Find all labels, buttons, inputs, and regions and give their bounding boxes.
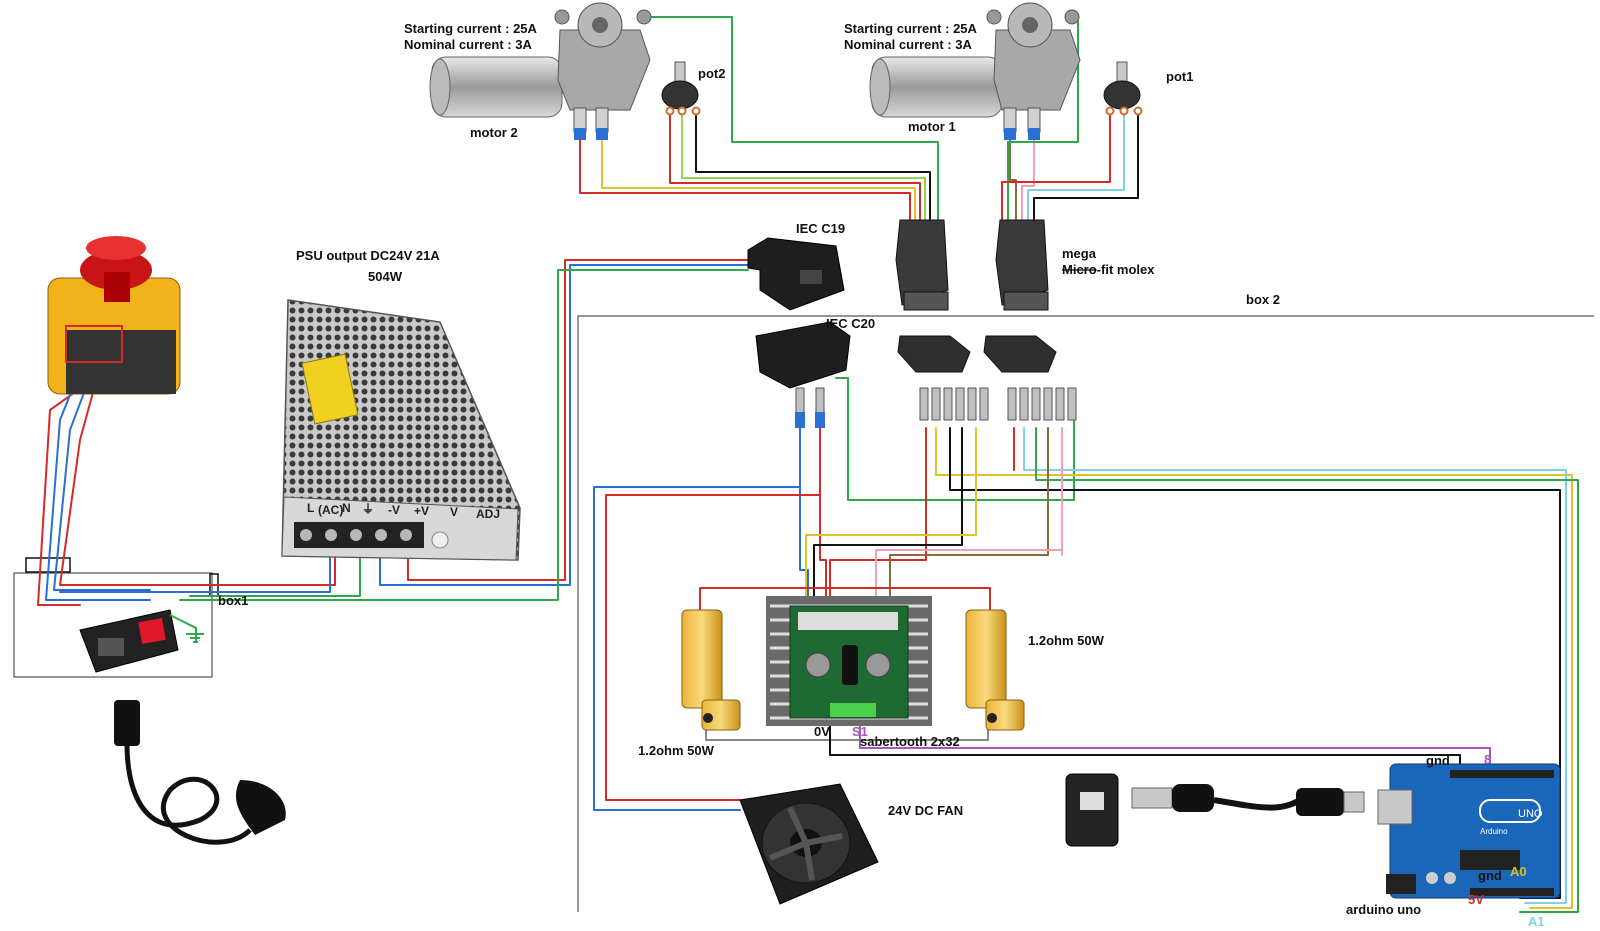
- micro-struck-text: Micro: [1062, 262, 1097, 277]
- motor1-starting-current-label: Starting current : 25A: [844, 21, 978, 36]
- resistor-right-label: 1.2ohm 50W: [1028, 633, 1105, 648]
- box1-label: box1: [218, 593, 248, 608]
- fit-molex-text: -fit molex: [1097, 262, 1156, 277]
- psu-terminal-block: [294, 522, 449, 549]
- arduino-a1-label: A1: [1528, 914, 1545, 929]
- molex-connector-left: [895, 219, 949, 311]
- psu-terminal-l: L: [307, 501, 314, 515]
- iec-c19-plug: [747, 237, 845, 311]
- dc-fan: [739, 783, 879, 905]
- arduino-uno-board: UNO Arduino: [1377, 763, 1561, 899]
- motor-1: [869, 2, 1081, 140]
- emergency-stop-button: [47, 236, 181, 395]
- resistor-left-label: 1.2ohm 50W: [638, 743, 715, 758]
- iec-c20-label: IEC C20: [826, 316, 875, 331]
- arduino-pin8-label: 8: [1484, 752, 1491, 767]
- mega-label: mega: [1062, 246, 1097, 261]
- zero-v-label: 0V: [814, 724, 830, 739]
- power-cord: [114, 700, 286, 845]
- box2-outline: [577, 315, 1594, 912]
- arduino-a0-label: A0: [1510, 864, 1527, 879]
- arduino-uno-text: UNO: [1518, 808, 1543, 820]
- psu-terminal-v: V: [450, 505, 458, 519]
- motor2-starting-current-label: Starting current : 25A: [404, 21, 538, 36]
- arduino-brand-text: Arduino: [1480, 827, 1508, 836]
- molex-connector-right: [995, 219, 1049, 311]
- arduino-uno-label: arduino uno: [1346, 902, 1421, 917]
- resistor-left: [681, 609, 741, 731]
- motor2-label: motor 2: [470, 125, 518, 140]
- wires: [37, 16, 1579, 913]
- molex-housing-right: [983, 335, 1057, 373]
- psu-terminal-n: N: [342, 501, 351, 515]
- motor-2: [429, 2, 652, 140]
- arduino-gnd-top-label: gnd: [1426, 753, 1450, 768]
- motor1-nominal-current-label: Nominal current : 3A: [844, 37, 972, 52]
- s1-label: S1: [852, 724, 868, 739]
- usb-cable: [1131, 784, 1365, 816]
- sabertooth-motor-driver: [766, 596, 932, 726]
- psu-terminal-ac: (AC): [318, 503, 343, 517]
- psu-terminal-minus-v: -V: [388, 503, 400, 517]
- sabertooth-label: sabertooth 2x32: [860, 734, 960, 749]
- micro-fit-molex-label: Micro-fit molex: [1062, 262, 1155, 277]
- psu-power-label: 504W: [368, 269, 403, 284]
- power-supply-unit: L (AC) N ⏚ -V +V V ADJ: [281, 299, 521, 561]
- psu-terminal-plus-v: +V: [414, 504, 429, 518]
- fan-label: 24V DC FAN: [888, 803, 963, 818]
- box2-label: box 2: [1246, 292, 1280, 307]
- arduino-5v-label: 5V: [1468, 892, 1484, 907]
- power-inlet-switch: [79, 609, 204, 673]
- iec-c20-inlet: [755, 321, 851, 428]
- pot-2: [661, 61, 701, 116]
- psu-output-label: PSU output DC24V 21A: [296, 248, 440, 263]
- motor1-label: motor 1: [908, 119, 956, 134]
- motor2-nominal-current-label: Nominal current : 3A: [404, 37, 532, 52]
- usb-panel-mount: [1065, 773, 1119, 847]
- resistor-right: [965, 609, 1025, 731]
- arduino-gnd-bottom-label: gnd: [1478, 868, 1502, 883]
- psu-terminal-earth: ⏚: [362, 502, 374, 516]
- iec-c19-label: IEC C19: [796, 221, 845, 236]
- pot-1: [1103, 61, 1143, 116]
- pot2-label: pot2: [698, 66, 725, 81]
- molex-housing-left: [897, 335, 971, 373]
- pot1-label: pot1: [1166, 69, 1193, 84]
- molex-pins: [919, 387, 1077, 421]
- psu-terminal-adj: ADJ: [476, 507, 500, 521]
